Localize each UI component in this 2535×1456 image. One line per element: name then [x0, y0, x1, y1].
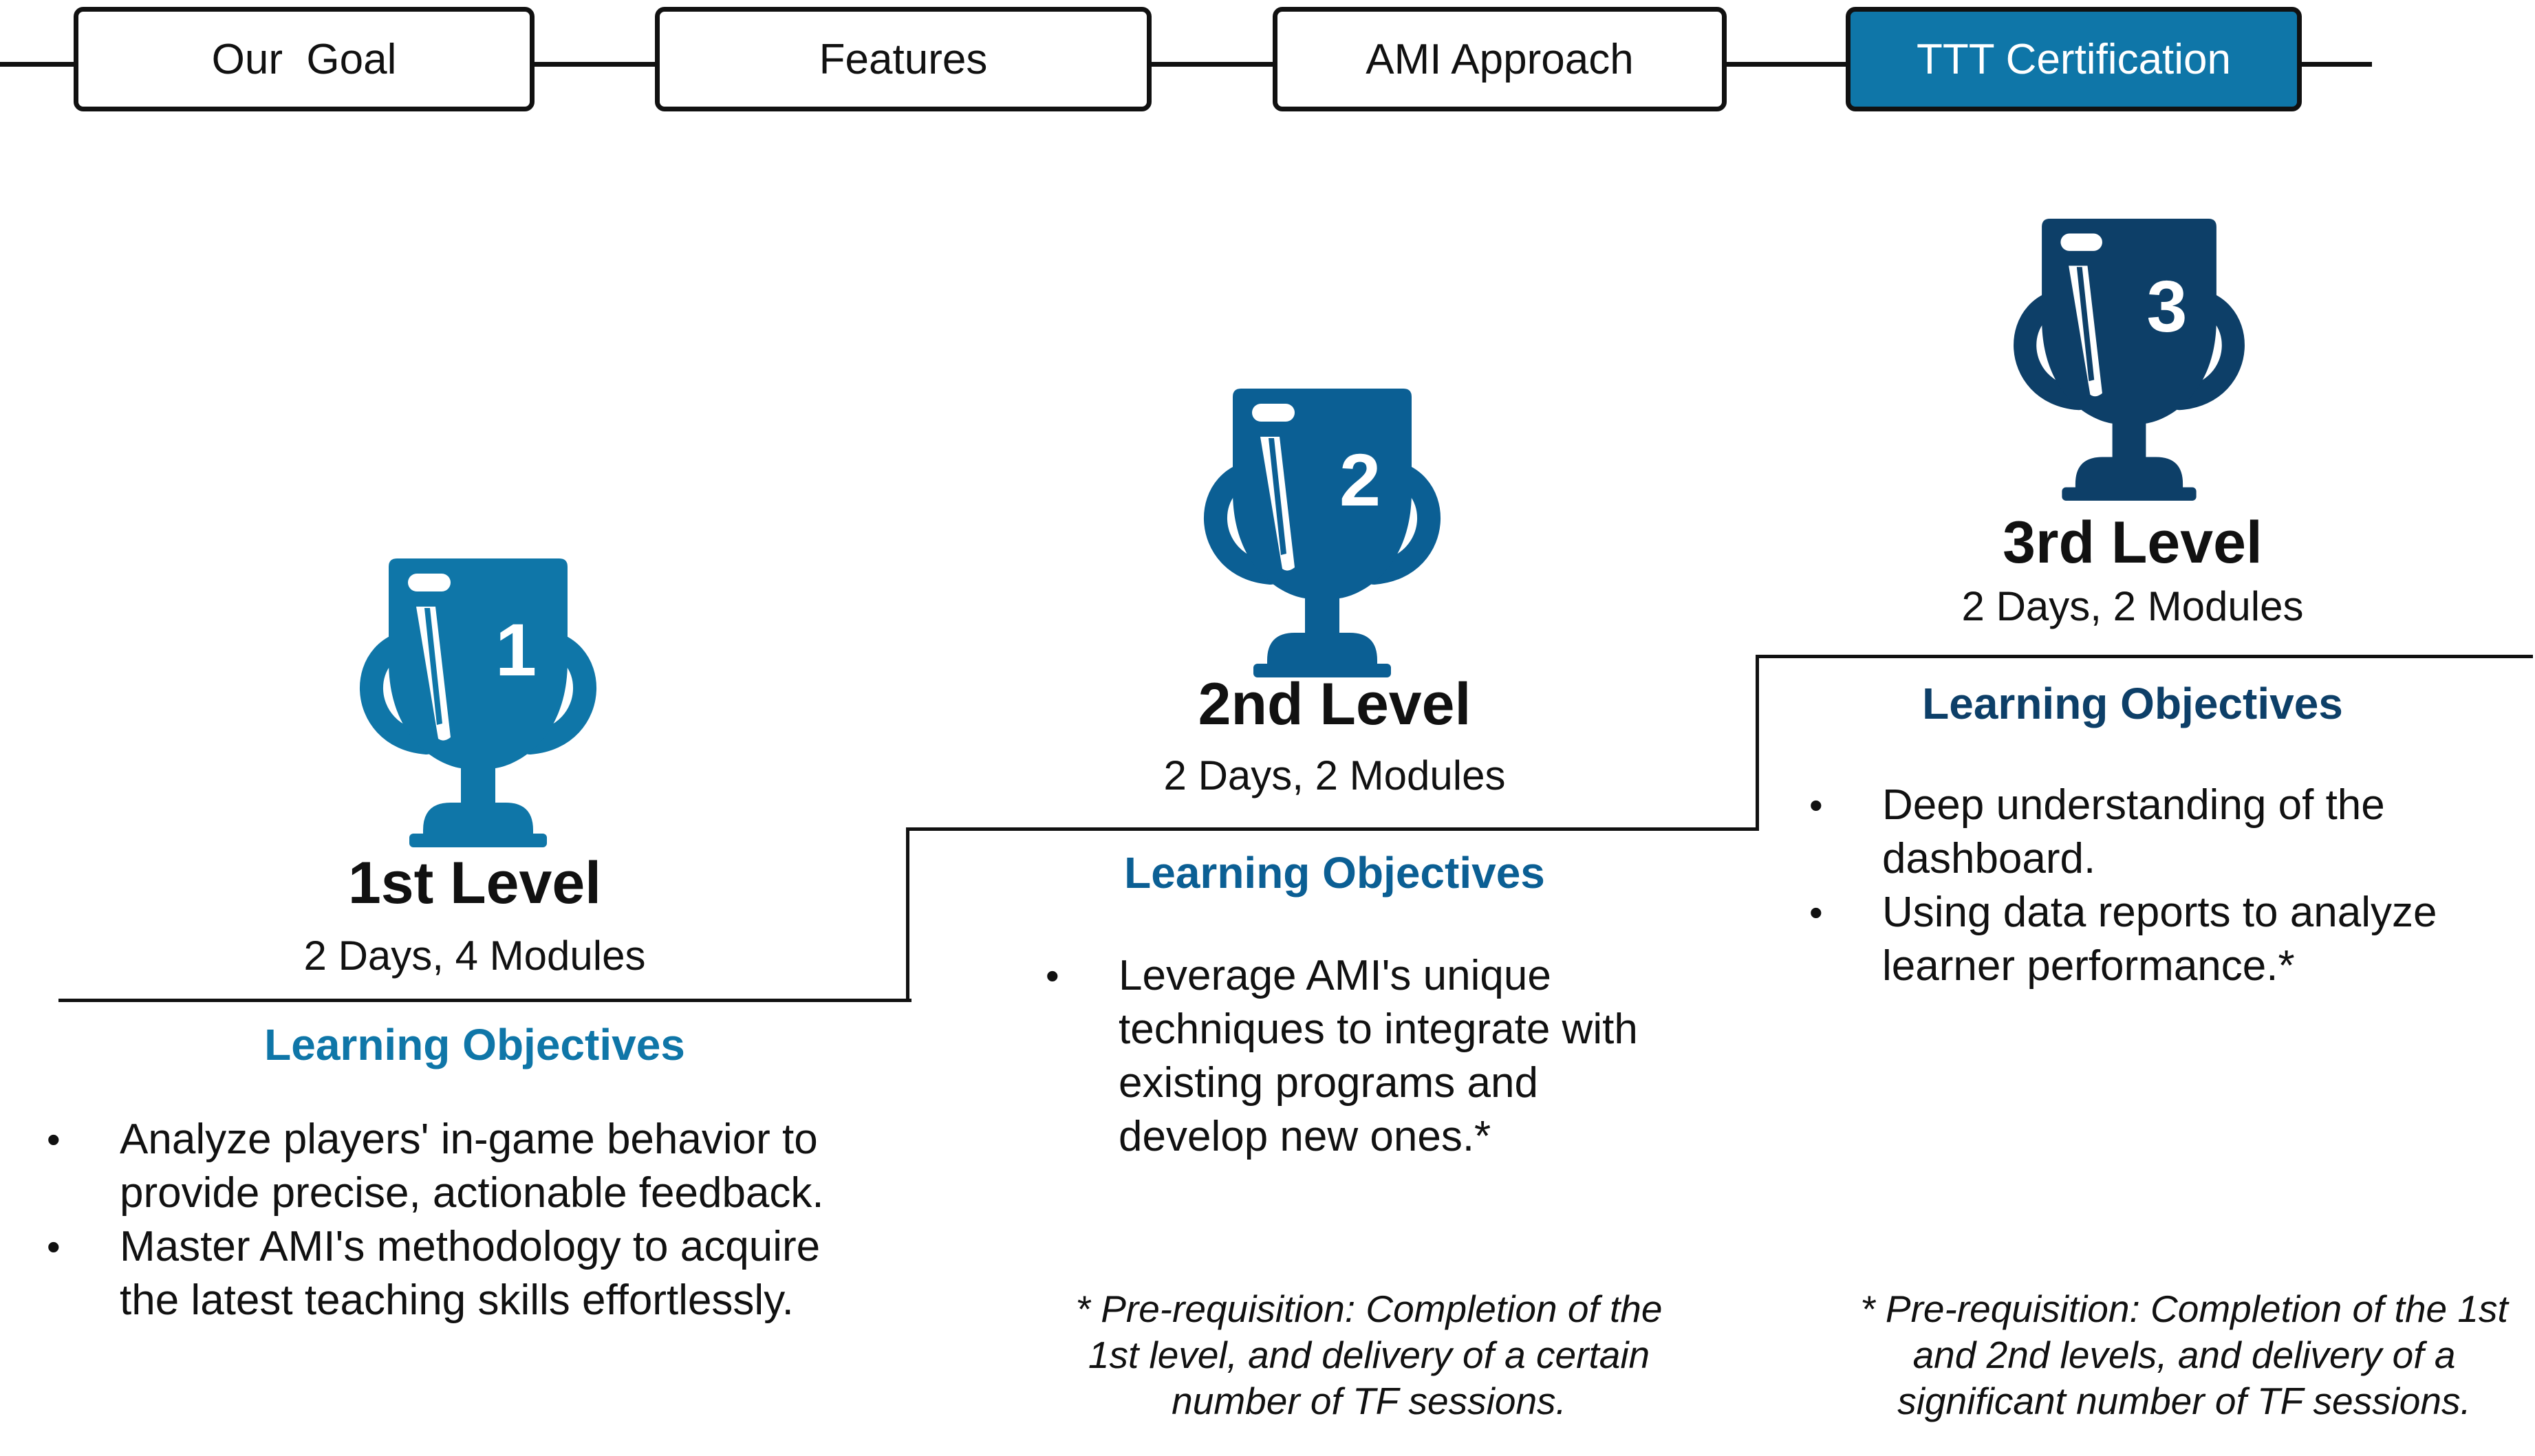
objective-text: Master AMI's methodology to acquire the … [120, 1223, 821, 1324]
stair-step-1-horizontal [58, 999, 911, 1002]
trophy-level-2-icon: 2 [1191, 389, 1453, 677]
nav-connector-line [0, 62, 2372, 67]
stair-step-2-horizontal [906, 827, 1759, 831]
objective-text: Using data reports to analyze learner pe… [1882, 889, 2437, 990]
level-1-duration: 2 Days, 4 Modules [303, 933, 646, 979]
trophy-level-2-number: 2 [1339, 438, 1381, 521]
stair-step-2-riser [1756, 656, 1759, 831]
level-2-title: 2nd Level [1198, 671, 1471, 737]
objective-text: Deep understanding of the dashboard. [1882, 781, 2385, 882]
list-item: • Master AMI's methodology to acquire the… [47, 1220, 886, 1327]
bullet-marker: • [47, 1225, 61, 1268]
bullet-marker: • [1809, 891, 1823, 934]
level-1-objectives-list: • Analyze players' in-game behavior to pr… [47, 1113, 886, 1327]
trophy-level-3-icon: 3 [1998, 219, 2260, 501]
level-3-prerequisite-note: * Pre-requisition: Completion of the 1st… [1860, 1287, 2508, 1422]
list-item: • Leverage AMI's unique techniques to int… [1046, 949, 1651, 1164]
list-item: • Deep understanding of the dashboard. [1809, 779, 2497, 886]
level-3-objectives-heading: Learning Objectives [1922, 679, 2343, 728]
stair-step-3-horizontal [1756, 655, 2533, 658]
level-2-prerequisite-note: * Pre-requisition: Completion of the 1st… [1075, 1287, 1663, 1422]
tab-ttt-certification[interactable]: TTT Certification [1846, 7, 2302, 111]
stair-step-1-riser [906, 829, 909, 1002]
bullet-marker: • [1046, 954, 1059, 997]
trophy-level-1-number: 1 [495, 608, 537, 691]
level-3-title: 3rd Level [2003, 510, 2263, 576]
level-2-objectives-list: • Leverage AMI's unique techniques to int… [1046, 949, 1651, 1164]
level-2-duration: 2 Days, 2 Modules [1163, 752, 1506, 798]
level-1-title: 1st Level [347, 850, 602, 916]
bullet-marker: • [47, 1118, 61, 1161]
level-1-objectives-heading: Learning Objectives [264, 1020, 685, 1069]
list-item: • Analyze players' in-game behavior to pr… [47, 1113, 886, 1220]
tab-features[interactable]: Features [655, 7, 1152, 111]
objective-text: Analyze players' in-game behavior to pro… [120, 1116, 824, 1217]
trophy-level-3-number: 3 [2146, 266, 2188, 347]
level-3-duration: 2 Days, 2 Modules [1961, 583, 2304, 629]
objective-text: Leverage AMI's unique techniques to inte… [1119, 952, 1638, 1160]
level-2-objectives-heading: Learning Objectives [1124, 848, 1545, 898]
list-item: • Using data reports to analyze learner p… [1809, 886, 2497, 993]
level-3-objectives-list: • Deep understanding of the dashboard. • U… [1809, 779, 2497, 993]
trophy-level-1-icon: 1 [347, 558, 609, 847]
tab-ami-approach[interactable]: AMI Approach [1273, 7, 1727, 111]
tab-our-goal[interactable]: Our Goal [74, 7, 535, 111]
bullet-marker: • [1809, 783, 1823, 827]
